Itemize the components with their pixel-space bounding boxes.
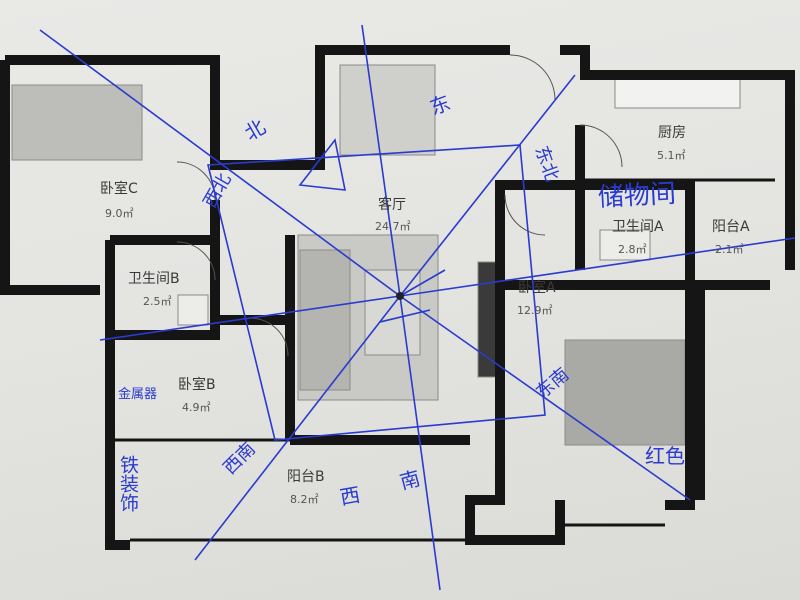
coffee-table <box>364 269 421 356</box>
note-metal-object: 金属器 <box>118 387 158 402</box>
thin-walls <box>20 178 775 542</box>
dining-table <box>339 64 436 156</box>
bed-c <box>11 84 143 161</box>
pen-lines <box>39 24 796 591</box>
room-balcony-a-name: 阳台A <box>712 219 750 235</box>
room-kitchen-name: 厨房 <box>658 125 686 141</box>
wardrobe <box>477 261 497 378</box>
room-bath-b-name: 卫生间B <box>128 271 180 287</box>
room-living-area: 24.7㎡ <box>375 220 411 233</box>
direction-west: 西 <box>338 482 362 510</box>
room-bedroom-b-name: 卧室B <box>178 377 216 393</box>
toilet-a <box>599 229 651 261</box>
room-bedroom-c-area: 9.0㎡ <box>105 207 134 220</box>
room-bedroom-b-area: 4.9㎡ <box>182 401 211 414</box>
note-red-color: 红色 <box>645 444 685 468</box>
room-bedroom-a-name: 卧室A <box>518 280 556 296</box>
room-balcony-a-area: 2.1㎡ <box>715 243 744 256</box>
sofa <box>299 249 351 391</box>
toilet-b <box>177 294 209 326</box>
room-bedroom-a-area: 12.9㎡ <box>517 304 553 317</box>
note-iron-decoration: 铁装饰 <box>117 455 139 512</box>
bed-a <box>564 339 686 446</box>
room-bath-a-name: 卫生间A <box>612 219 664 235</box>
room-balcony-b-area: 8.2㎡ <box>290 493 319 506</box>
room-balcony-b-name: 阳台B <box>287 469 325 485</box>
room-kitchen-area: 5.1㎡ <box>657 149 686 162</box>
storage-annotation: 储物间 <box>597 178 677 214</box>
kitchen-counter <box>614 77 741 109</box>
room-living-name: 客厅 <box>378 197 406 213</box>
room-bath-b-area: 2.5㎡ <box>143 295 172 308</box>
room-bath-a-area: 2.8㎡ <box>618 243 647 256</box>
room-bedroom-c-name: 卧室C <box>100 181 138 197</box>
center-point <box>396 292 404 300</box>
